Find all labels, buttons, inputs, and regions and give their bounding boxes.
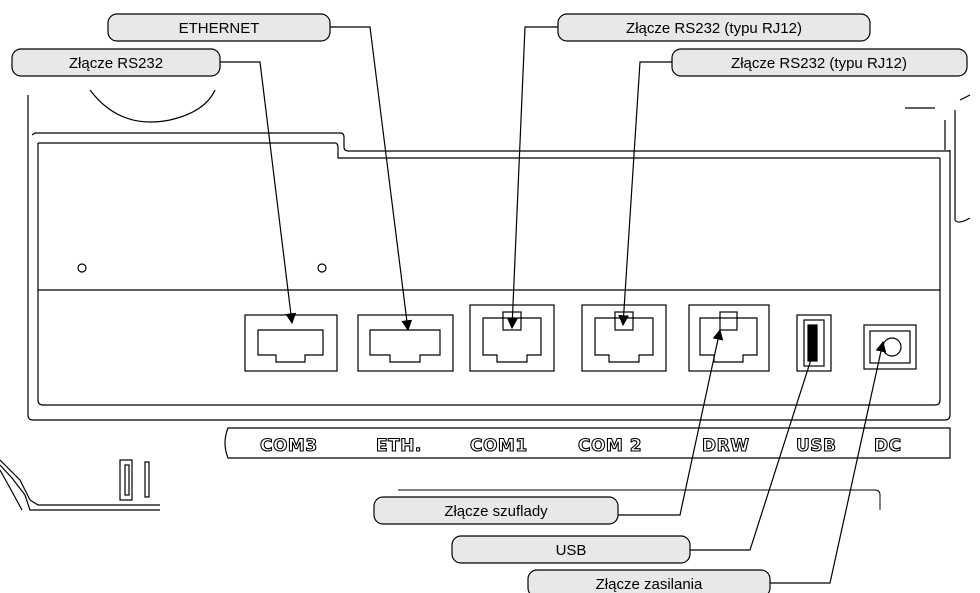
callout-power: Złącze zasilania — [527, 569, 771, 593]
bracket-line — [398, 489, 881, 510]
callout-ethernet-label: ETHERNET — [179, 20, 260, 37]
callout-rs232-rj12-b-label: Złącze RS232 (typu RJ12) — [731, 55, 907, 72]
callout-usb-label: USB — [556, 542, 587, 559]
device-housing — [0, 89, 971, 511]
port-ethernet — [357, 314, 454, 372]
port-com1 — [469, 304, 555, 372]
port-drw — [688, 304, 770, 372]
port-label-strip — [224, 427, 951, 459]
callout-rs232-rj12-a-label: Złącze RS232 (typu RJ12) — [626, 20, 802, 37]
port-dc — [863, 324, 917, 370]
leader-lines — [220, 26, 887, 584]
callout-ethernet: ETHERNET — [107, 13, 331, 42]
callout-rs232-rj12-b: Złącze RS232 (typu RJ12) — [671, 48, 968, 77]
port-label-com2: COM 2 — [578, 436, 642, 456]
callout-rs232-left: Złącze RS232 — [11, 48, 221, 77]
callout-rs232-rj12-a: Złącze RS232 (typu RJ12) — [557, 13, 871, 42]
callout-drawer-label: Złącze szuflady — [444, 503, 548, 520]
port-label-com1: COM1 — [470, 436, 528, 456]
port-com3 — [244, 314, 338, 372]
port-label-usb: USB — [796, 436, 837, 456]
port-label-drw: DRW — [702, 436, 749, 456]
port-label-dc: DC — [874, 436, 902, 456]
port-label-eth: ETH. — [376, 436, 422, 456]
callout-power-label: Złącze zasilania — [596, 576, 703, 593]
callout-rs232-left-label: Złącze RS232 — [69, 55, 163, 72]
callout-usb: USB — [451, 535, 691, 564]
port-usb — [796, 314, 832, 372]
callout-drawer: Złącze szuflady — [373, 496, 619, 525]
port-label-com3: COM3 — [260, 436, 318, 456]
